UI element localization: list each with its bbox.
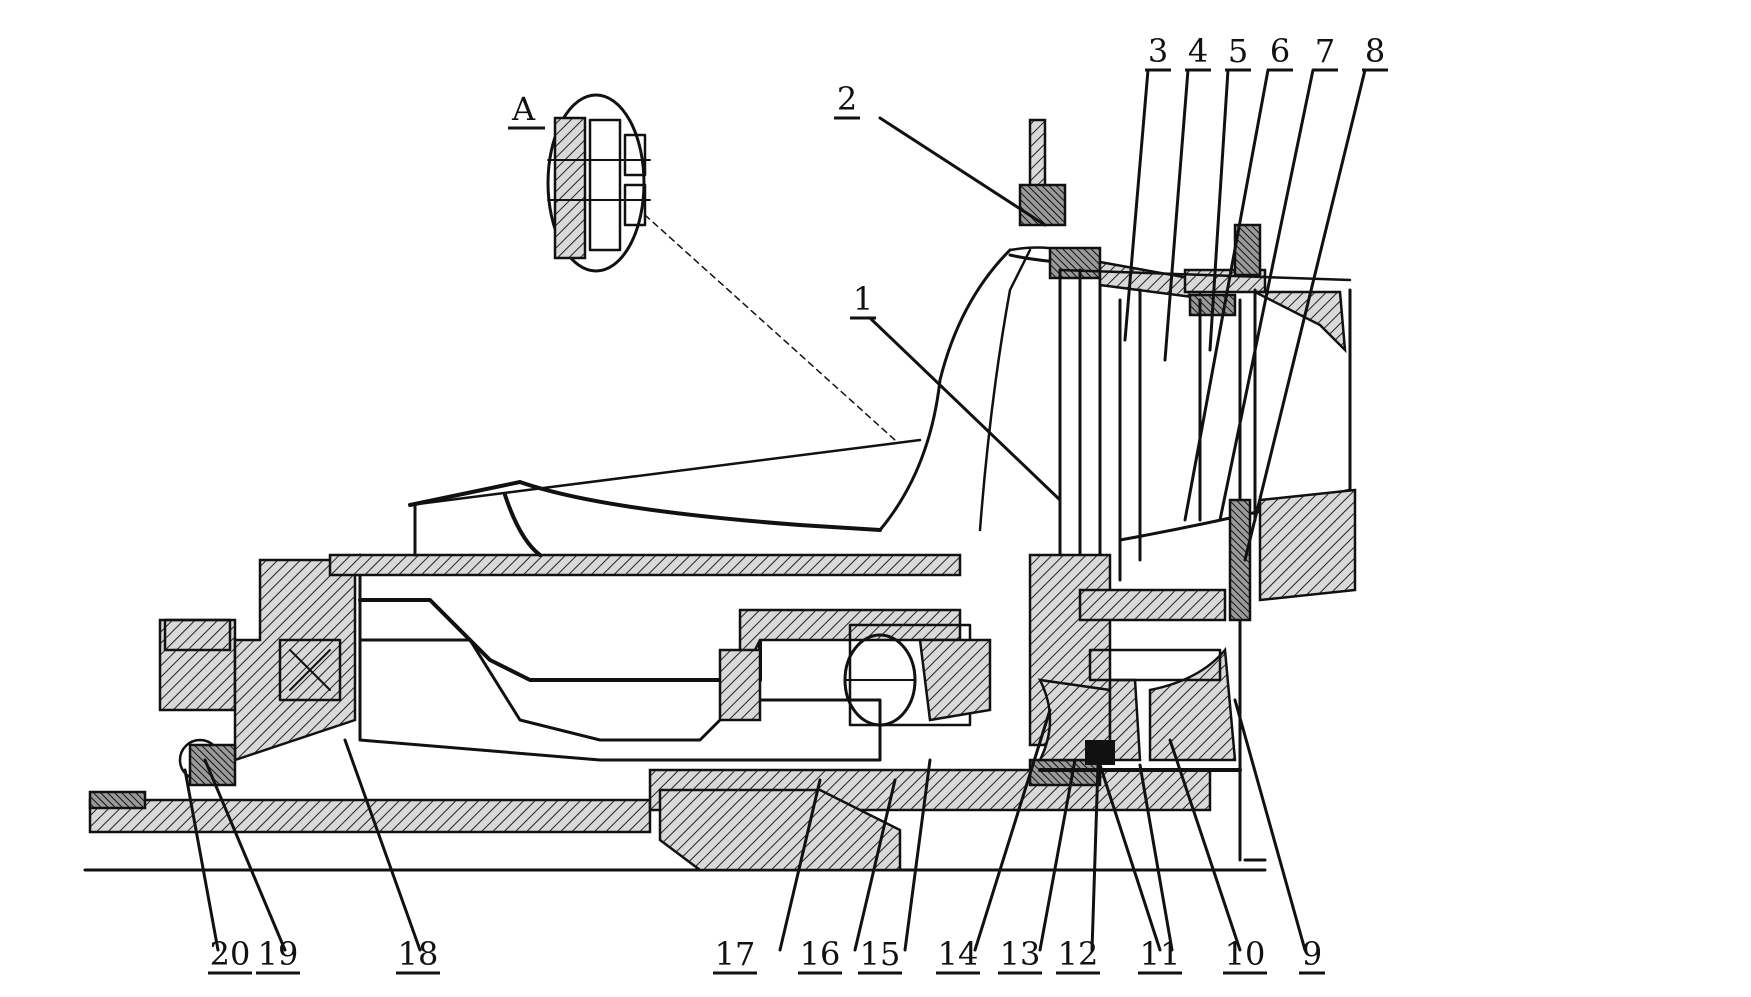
leader-lines bbox=[183, 68, 1367, 952]
part-label-14: 14 bbox=[938, 935, 979, 973]
part-label-1: 1 bbox=[853, 280, 873, 318]
part-label-6: 6 bbox=[1270, 32, 1290, 70]
fan-stage bbox=[408, 118, 1102, 557]
part-label-11: 11 bbox=[1140, 935, 1181, 973]
part-label-16: 16 bbox=[800, 935, 841, 973]
part-label-9: 9 bbox=[1302, 935, 1322, 973]
part-label-20: 20 bbox=[210, 935, 251, 973]
shaft bbox=[83, 758, 1267, 872]
part-label-17: 17 bbox=[715, 935, 756, 973]
part-label-13: 13 bbox=[1000, 935, 1041, 973]
part-label-8: 8 bbox=[1365, 32, 1385, 70]
part-label-10: 10 bbox=[1225, 935, 1266, 973]
part-label-19: 19 bbox=[258, 935, 299, 973]
part-label-12: 12 bbox=[1058, 935, 1099, 973]
compressor-stages bbox=[1048, 223, 1357, 862]
part-label-3: 3 bbox=[1148, 32, 1168, 70]
rotor-hub bbox=[1028, 498, 1252, 772]
part-label-7: 7 bbox=[1315, 32, 1335, 70]
detail-a bbox=[546, 93, 896, 441]
part-label-5: 5 bbox=[1228, 32, 1248, 70]
front-bearing-housing bbox=[158, 558, 357, 787]
part-label-4: 4 bbox=[1188, 32, 1208, 70]
detail-label-a: A bbox=[508, 90, 545, 130]
part-label-2: 2 bbox=[837, 80, 857, 118]
part-label-15: 15 bbox=[860, 935, 901, 973]
detail-a-label: A bbox=[511, 90, 536, 128]
main-casing bbox=[328, 553, 992, 762]
part-label-18: 18 bbox=[398, 935, 439, 973]
